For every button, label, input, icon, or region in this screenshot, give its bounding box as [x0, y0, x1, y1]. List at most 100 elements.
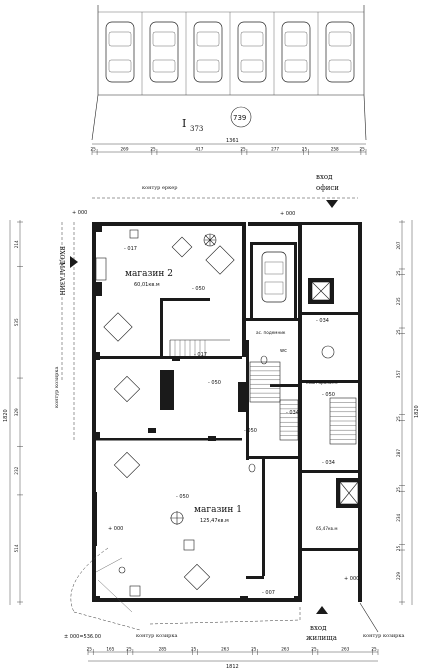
dimension-label: 232 [14, 466, 19, 474]
parked-car-icon [149, 21, 179, 83]
dimension-label: 535 [14, 318, 19, 326]
canopy-contour-right-label: контур козирка [363, 633, 404, 639]
dimension-label: 277 [271, 147, 279, 152]
elevator-label: ас. подемник [256, 330, 286, 335]
dimension-label: 25 [396, 416, 401, 422]
shop-entrance-label-1: ВХОД [58, 246, 65, 265]
dimension-label: 25 [87, 647, 93, 652]
shop2-area: 60,01кв.м [134, 282, 160, 288]
dimension-label: 25 [251, 647, 257, 652]
office-entrance-label-1: вход [316, 173, 333, 181]
building-walls [92, 222, 362, 602]
level-050c: - 050 [244, 428, 257, 434]
residential-entrance-arrow-icon [316, 606, 328, 614]
contours [61, 197, 379, 633]
shop1-area: 125,47кв.м [200, 518, 229, 524]
dimension-label: 25 [396, 270, 401, 276]
level-050e: - 050 [322, 392, 335, 398]
office-area: 65,47кв.м [316, 526, 337, 531]
dim-left-total: 1820 [3, 409, 9, 422]
dimension-label: 25 [191, 647, 197, 652]
dimension-label: 25 [360, 147, 366, 152]
dimension-label: 25 [91, 147, 97, 152]
level-000-right: + 000 [344, 576, 359, 582]
canopy-contour-bottom-label: контур козирка [136, 633, 177, 639]
dimension-label: 25 [150, 147, 156, 152]
dimension-label: 234 [396, 513, 401, 521]
right-dimension-chain: 1820 207 25 235 25 357 25 287 25 234 25 229 [396, 220, 420, 605]
dimension-label: 258 [331, 147, 339, 152]
dimension-label: 287 [396, 449, 401, 457]
level-top-left: + 000 [72, 210, 87, 216]
shop-entrance-label-2: МАГАЗИН [58, 262, 65, 295]
parked-car-icon [237, 21, 267, 83]
dimension-label: 25 [240, 147, 246, 152]
level-050d: - 050 [176, 494, 189, 500]
plot-circle [230, 106, 252, 128]
dimension-label: 229 [396, 572, 401, 580]
dim-top-total: 1361 [226, 138, 239, 144]
dim-right-total: 1820 [414, 405, 420, 418]
wc-label: wc [280, 348, 287, 354]
dimension-label: 25 [302, 147, 308, 152]
plot-subnumber: 373 [190, 125, 203, 133]
level-050a: - 050 [192, 286, 205, 292]
dimension-label: 269 [121, 147, 129, 152]
dimension-label: 25 [311, 647, 317, 652]
shop1-title: магазин 1 [194, 505, 242, 515]
shop-1: магазин 1 125,47кв.м [113, 375, 242, 597]
dimension-label: 263 [281, 647, 289, 652]
shop-2: магазин 2 60,01кв.м [95, 229, 235, 356]
parked-car-icon [105, 21, 135, 83]
office-entrance-label-2: офиси [316, 184, 339, 192]
canopy-contour-left-label: контур козирка [54, 367, 60, 408]
level-top-mid: + 000 [280, 211, 295, 217]
residential-entrance-label-2: жилища [306, 634, 337, 642]
parked-car-icon [325, 21, 355, 83]
bottom-dimension-chain: 1812 25 165 25 285 25 263 25 263 25 263 25 [87, 647, 379, 670]
dimension-label: 25 [371, 647, 377, 652]
erker-contour-label: контур еркер [142, 185, 177, 191]
main-elevation-label: ± 000=536.00 [64, 634, 101, 640]
columns [92, 222, 302, 602]
level-050b: - 050 [208, 380, 221, 386]
plot-number: I [182, 117, 186, 130]
dimension-label: 25 [396, 329, 401, 335]
dimension-label: 263 [221, 647, 229, 652]
dim-bottom-total: 1812 [226, 664, 239, 670]
shop-entrance-arrow-icon [70, 256, 78, 268]
dimension-label: 357 [396, 370, 401, 378]
residential-entrance-label-1: вход [310, 624, 327, 632]
garbage-label: кош гаражите [306, 380, 338, 385]
office-entrance-arrow-icon [326, 200, 338, 208]
dimension-label: 514 [14, 544, 19, 552]
dimension-label: 329 [14, 408, 19, 416]
level-000-left: + 000 [108, 526, 123, 532]
top-dimension-chain: 1361 25 269 25 417 25 277 25 258 25 [91, 138, 367, 155]
dimension-label: 25 [126, 647, 132, 652]
shop2-title: магазин 2 [125, 269, 173, 279]
parked-car-icon [193, 21, 223, 83]
dimension-label: 25 [396, 487, 401, 493]
dimension-label: 235 [396, 297, 401, 305]
parked-car-icon [281, 21, 311, 83]
dimension-label: 285 [159, 647, 167, 652]
level-017a: - 017 [124, 246, 137, 252]
dimension-label: 417 [195, 147, 203, 152]
core-area: ас. подемник wc кош гаражите 65,47кв.м [248, 251, 362, 531]
level-017b: - 017 [194, 352, 207, 358]
parking-area [91, 5, 367, 141]
dimension-label: 25 [396, 546, 401, 552]
dimension-label: 207 [396, 241, 401, 249]
level-034c: - 034 [286, 410, 299, 416]
dimension-label: 263 [341, 647, 349, 652]
left-dimension-chain: 1820 214 535 329 232 514 [3, 220, 23, 605]
dimension-label: 214 [14, 240, 19, 248]
plot-circle-label: 739 [233, 114, 246, 122]
level-034a: - 034 [316, 318, 329, 324]
level-034b: - 034 [322, 460, 335, 466]
level-007: - 007 [262, 590, 275, 596]
level-marks: + 000 + 000 - 017 - 050 - 017 - 050 - 05… [72, 210, 359, 596]
dimension-label: 165 [106, 647, 114, 652]
